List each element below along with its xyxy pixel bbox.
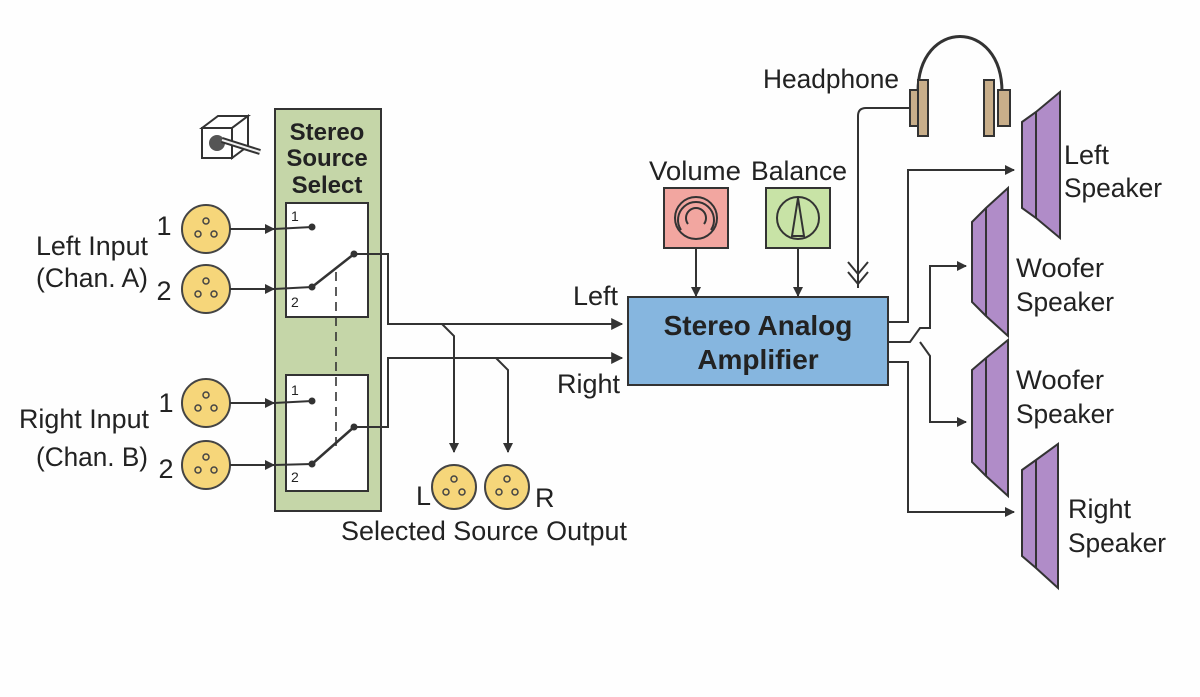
volume-knob-icon (663, 187, 729, 249)
headphone-icon (909, 35, 1011, 137)
right-input-label-1: Right Input (19, 404, 149, 434)
woofer-2-label-1: Woofer (1016, 365, 1104, 395)
woofer-1-label-1: Woofer (1016, 253, 1104, 283)
left-signal-wire (354, 253, 624, 330)
left-input-number-1: 1 (156, 211, 171, 241)
left-switch-pos-1: 1 (291, 208, 299, 224)
right-input-number-2: 2 (158, 454, 173, 484)
woofer-1-label-2: Speaker (1016, 287, 1114, 317)
source-select-title-1: Stereo (290, 119, 365, 146)
amplifier-label-2: Amplifier (697, 344, 818, 375)
right-channel-switch (285, 374, 369, 492)
right-switch-pos-1: 1 (291, 382, 299, 398)
left-input-1-xlr-connector (181, 204, 231, 254)
woofer-speaker-2-icon (971, 337, 1009, 499)
woofer-2-label-2: Speaker (1016, 399, 1114, 429)
right-speaker-icon (1021, 442, 1059, 591)
right-switch-pos-2: 2 (291, 469, 299, 485)
amp-right-input-label: Right (557, 369, 621, 399)
volume-label: Volume (649, 156, 741, 186)
left-channel-switch (285, 202, 369, 318)
source-select-title-2: Source (286, 145, 367, 172)
left-speaker-icon (1021, 89, 1061, 241)
left-speaker-label-2: Speaker (1064, 173, 1162, 203)
output-right-xlr-connector (484, 464, 530, 510)
right-input-2-xlr-connector (181, 440, 231, 490)
right-input-1-xlr-connector (181, 378, 231, 428)
right-input-number-1: 1 (158, 388, 173, 418)
left-input-label-1: Left Input (36, 231, 148, 261)
balance-label: Balance (751, 156, 847, 186)
stereo-analog-amplifier (627, 296, 889, 386)
left-input-label-2: (Chan. A) (36, 263, 148, 293)
left-input-number-2: 2 (156, 276, 171, 306)
source-select-title-3: Select (292, 172, 363, 199)
amplifier-label-1: Stereo Analog (664, 310, 853, 341)
output-left-xlr-connector (431, 464, 477, 510)
selected-source-output-label: Selected Source Output (341, 516, 627, 546)
woofer-speaker-1-icon (971, 185, 1009, 339)
left-speaker-label-1: Left (1064, 140, 1110, 170)
right-speaker-label-1: Right (1068, 494, 1132, 524)
left-input-2-xlr-connector (181, 264, 231, 314)
left-switch-pos-2: 2 (291, 294, 299, 310)
balance-knob-icon (765, 187, 831, 249)
headphone-label: Headphone (763, 64, 899, 94)
right-speaker-label-2: Speaker (1068, 528, 1166, 558)
output-r-label: R (535, 483, 555, 513)
output-l-label: L (416, 481, 431, 511)
amp-left-input-label: Left (573, 281, 619, 311)
headphone-wire (857, 107, 910, 288)
rotary-switch-icon (199, 114, 261, 160)
right-input-label-2: (Chan. B) (36, 442, 148, 472)
right-signal-wire (354, 352, 624, 428)
